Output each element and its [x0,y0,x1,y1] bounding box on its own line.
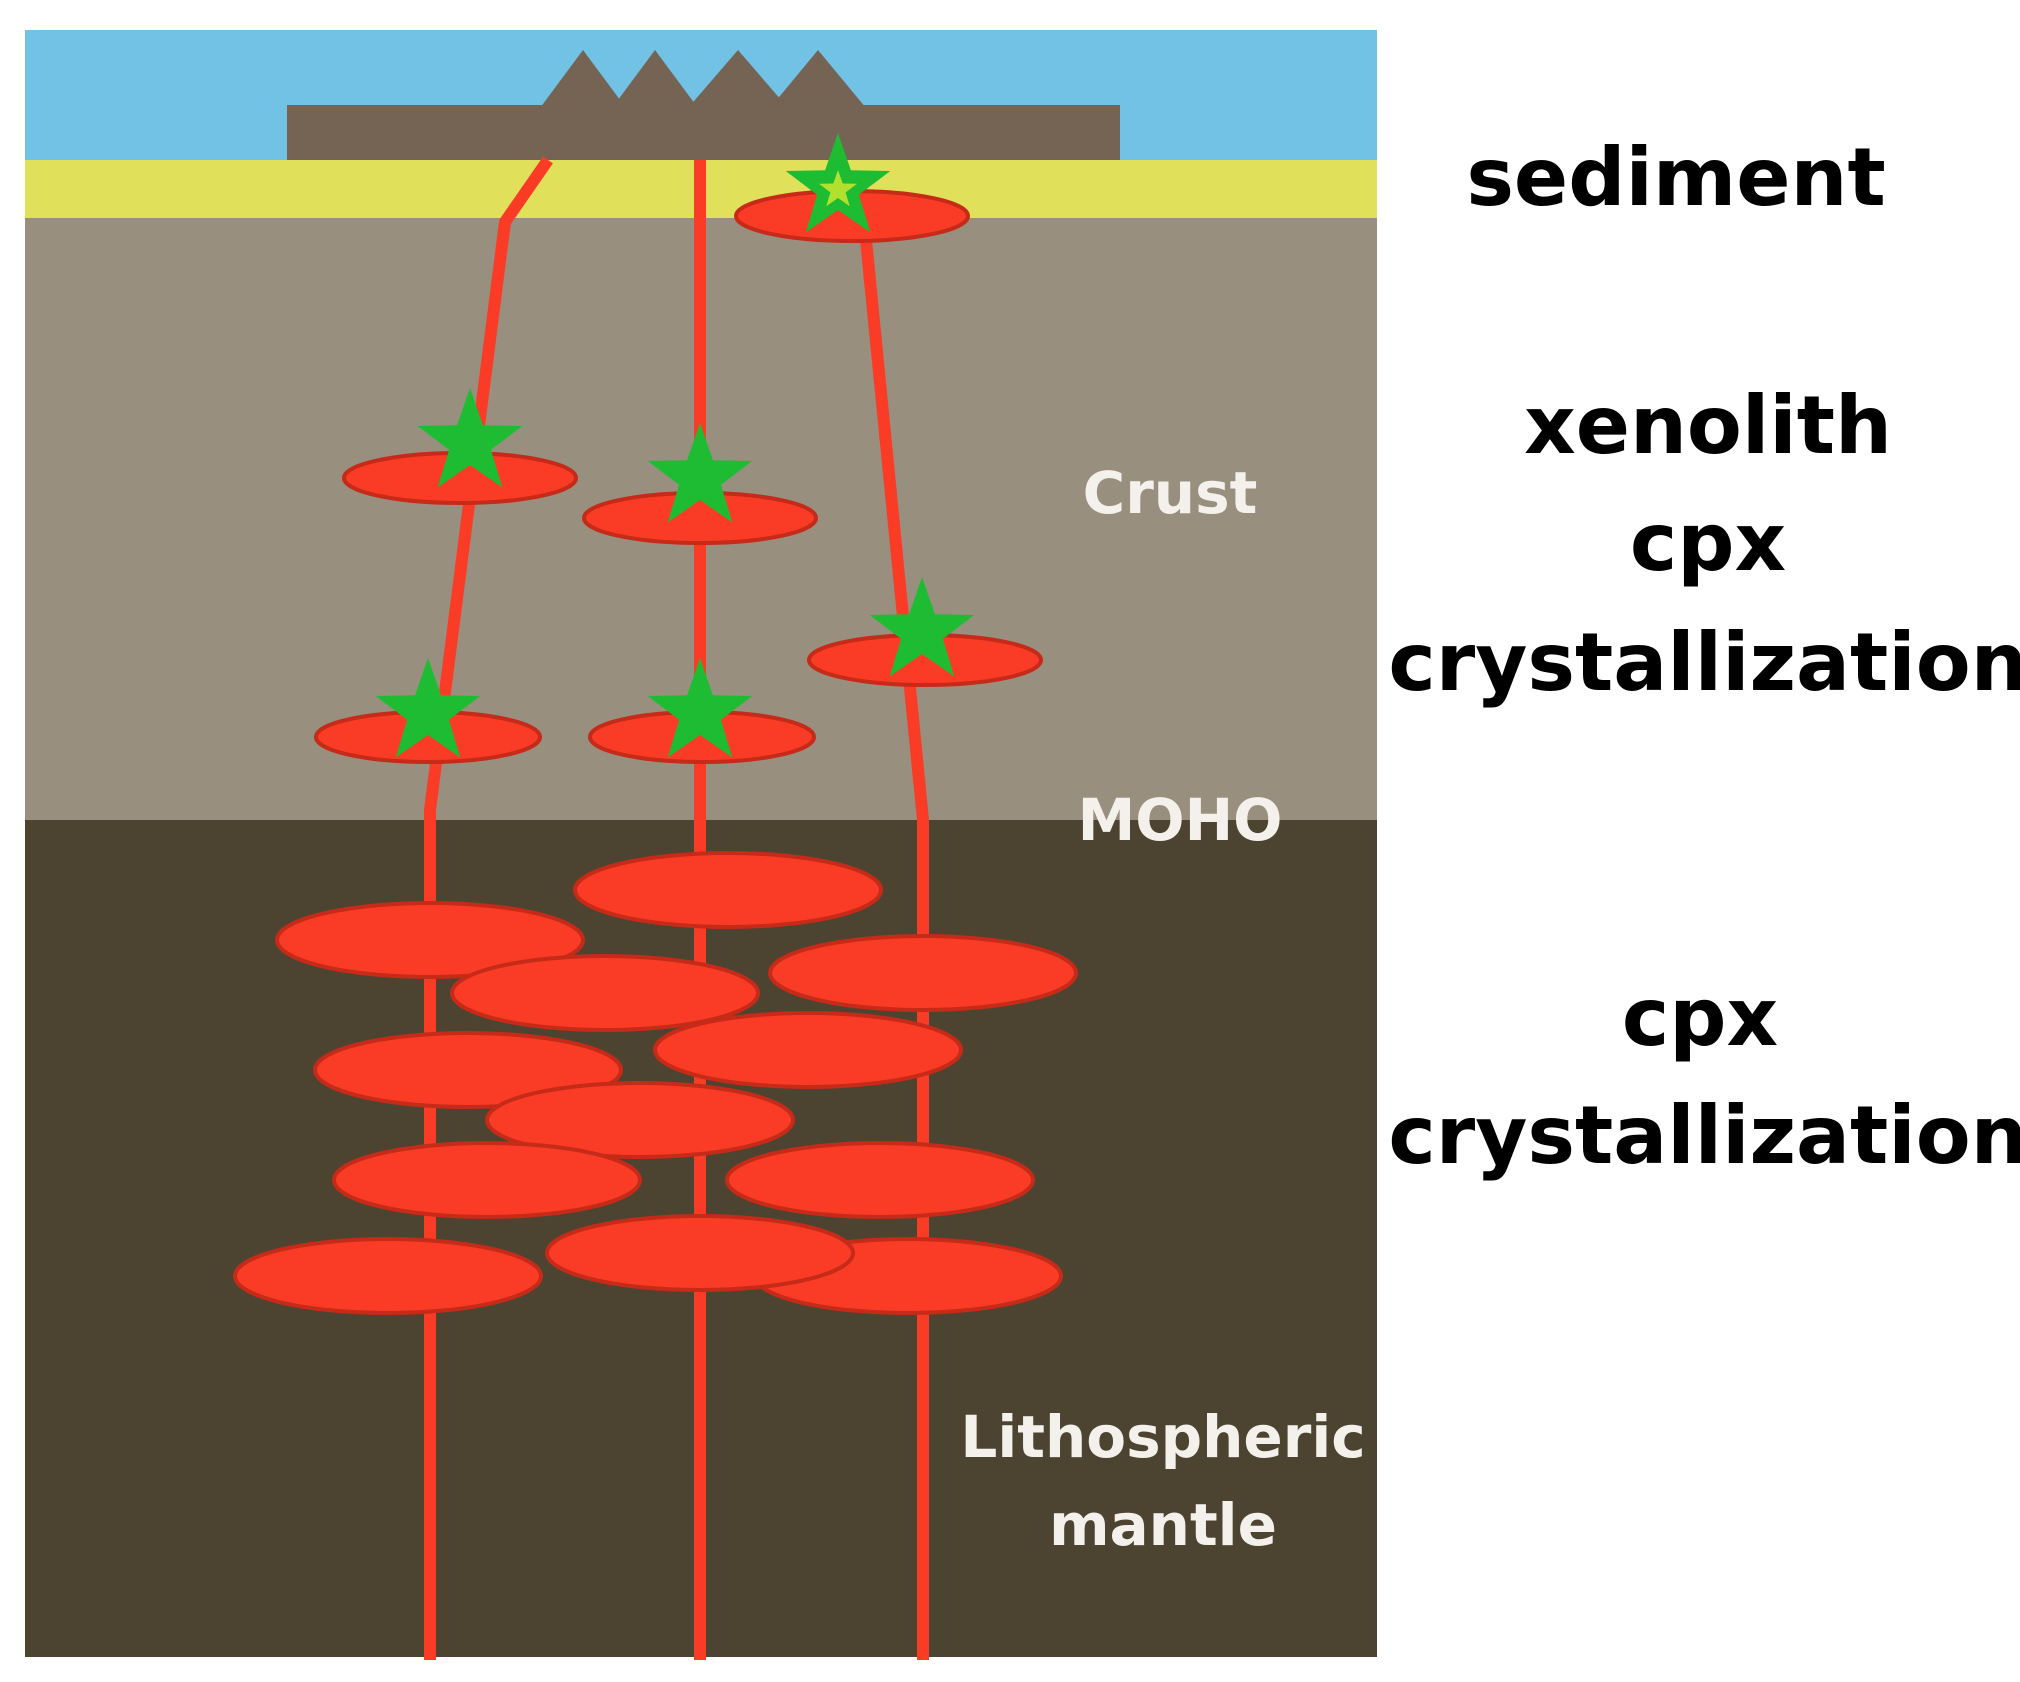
volcano-peak [688,50,788,108]
lithospheric-mantle-label-line1: Lithospheric [960,1403,1365,1471]
mantle-magma-chambers [233,851,1078,1315]
magma-chamber [582,491,818,545]
lithospheric-mantle-label-line2: mantle [1049,1491,1277,1559]
magma-chamber [332,1141,642,1219]
cpx-upper-side-label: cpx [1630,496,1786,589]
crust-label: Crust [1083,459,1258,527]
sediment-side-label: sediment [1466,131,1885,224]
volcano-peak [540,50,626,108]
cpx-lower-side-label: cpx [1622,971,1778,1064]
xenolith-side-label: xenolith [1524,379,1892,472]
cpx-crystallization-markers [375,133,975,758]
crustal-magma-chambers [314,189,1043,764]
green-star-icon [647,423,753,523]
volcano-peak [612,50,698,108]
green-star-icon [647,658,753,758]
volcano-peak [770,50,866,108]
volcano-base [287,105,1120,160]
crystallization-lower-side-label: crystallization [1388,1089,2020,1182]
magma-chamber [275,901,585,979]
moho-label: MOHO [1078,786,1283,854]
magma-chamber [725,1141,1035,1219]
green-star-icon [417,388,523,488]
magma-conduit-right [859,229,929,1660]
volcano-edifice [287,50,1120,160]
magma-conduit-left [424,156,553,1660]
magma-chamber [485,1081,795,1159]
magma-chamber [450,954,760,1032]
green-star-icon [869,577,975,677]
crystallization-upper-side-label: crystallization [1388,616,2020,709]
yellow-star-icon [819,170,857,207]
magma-chamber [233,1237,543,1315]
magma-chamber [313,1031,623,1109]
magma-chamber [768,934,1078,1012]
magma-chamber [573,851,883,929]
magma-chamber [545,1214,855,1292]
magma-chamber [653,1011,963,1089]
green-star-icon [375,658,481,758]
